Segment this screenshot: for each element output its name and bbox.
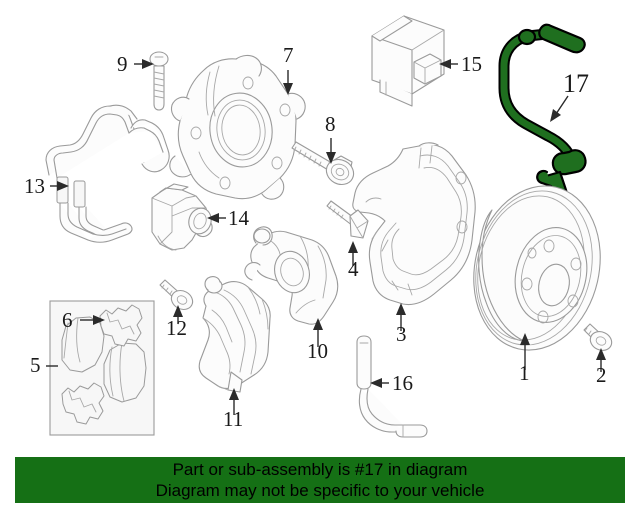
callout-number-2: 2: [596, 363, 607, 387]
part-pad-wear-sensor: [356, 335, 428, 438]
callout-number-14: 14: [228, 206, 250, 230]
callout-number-11: 11: [223, 407, 243, 431]
part-caliper-bolt: [159, 279, 194, 311]
part-wheel-hub-bearing: [169, 54, 306, 200]
callout-number-3: 3: [396, 322, 407, 346]
part-brake-backing-plate: [352, 142, 476, 306]
callout-number-16: 16: [392, 371, 413, 395]
callout-number-9: 9: [117, 52, 128, 76]
callout-number-6: 6: [62, 308, 73, 332]
part-hub-bolt: [291, 141, 355, 186]
part-brake-caliper: [244, 226, 339, 325]
callout-number-5: 5: [30, 353, 41, 377]
callout-number-10: 10: [307, 339, 328, 363]
part-caliper-bracket: [198, 276, 271, 393]
part-rotor-retaining-screw: [583, 323, 613, 351]
disclaimer-banner: Part or sub-assembly is #17 in diagram D…: [15, 457, 625, 503]
part-abs-sensor-cable-highlight: [498, 23, 587, 204]
callout-numbers: 1 2 3 4 5 6 7 8 9 10 11 12 13 14 15 16 1…: [24, 43, 607, 431]
callout-number-8: 8: [325, 112, 336, 136]
banner-line-2: Diagram may not be specific to your vehi…: [155, 481, 485, 500]
callout-number-13: 13: [24, 174, 45, 198]
part-pan-head-screw: [149, 51, 169, 111]
banner-line-1: Part or sub-assembly is #17 in diagram: [172, 460, 468, 479]
part-brake-rotor: [473, 185, 601, 351]
callout-number-1: 1: [519, 361, 530, 385]
callout-number-12: 12: [166, 316, 187, 340]
callout-number-7: 7: [283, 43, 294, 67]
callout-number-4: 4: [348, 257, 359, 281]
part-brake-pad-set: [49, 300, 155, 436]
part-parking-brake-actuator: [151, 183, 213, 251]
part-hex-bolt: [326, 200, 369, 239]
callout-number-17: 17: [563, 69, 589, 98]
part-abs-control-module: [371, 15, 445, 107]
callout-leaders: [46, 59, 606, 415]
callout-number-15: 15: [461, 52, 482, 76]
part-wiring-harness: [45, 104, 170, 243]
